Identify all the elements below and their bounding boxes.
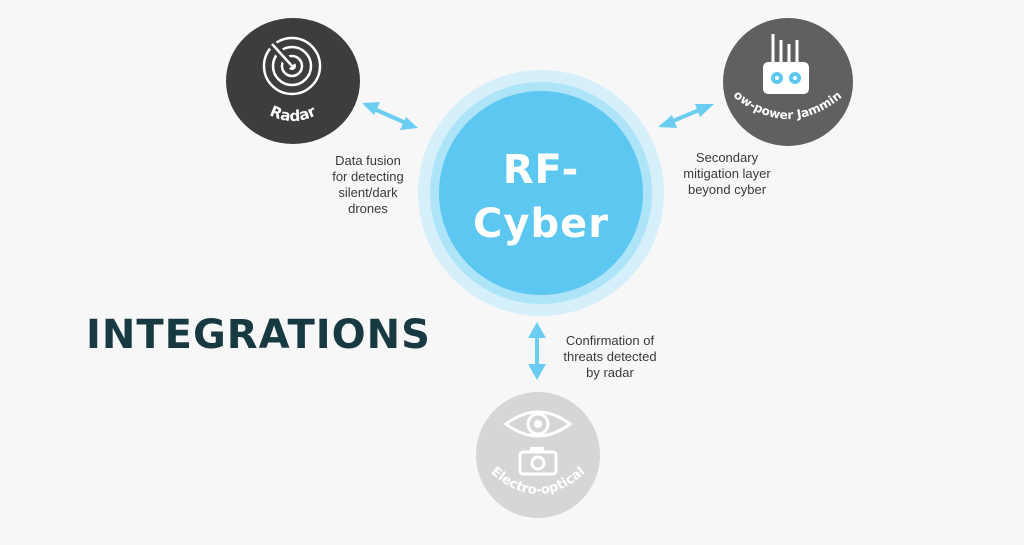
electro-optical-node[interactable]: Electro-optical <box>476 392 600 518</box>
radar-node[interactable]: Radar <box>226 18 360 144</box>
electro-optical-link-arrow <box>528 322 546 380</box>
svg-text:Radar: Radar <box>267 102 319 125</box>
rf-cyber-label-line2: Cyber <box>473 201 609 247</box>
jamming-caption: Secondary mitigation layer beyond cyber <box>683 150 771 197</box>
eye-camera-icon: Electro-optical <box>488 410 588 498</box>
radar-icon: Radar <box>262 36 322 125</box>
radar-caption: Data fusion for detecting silent/dark dr… <box>332 153 404 216</box>
jamming-link-arrow <box>658 104 714 128</box>
radar-label: Radar <box>267 102 319 125</box>
jamming-node[interactable]: Low-power Jamming <box>719 7 853 146</box>
rf-cyber-label-line1: RF- <box>502 147 580 193</box>
page-title: INTEGRATIONS <box>86 312 431 358</box>
jammer-icon: Low-power Jamming <box>719 7 845 122</box>
electro-optical-caption: Confirmation of threats detected by rada… <box>563 333 657 380</box>
radar-link-arrow <box>362 102 418 130</box>
rf-cyber-node[interactable]: RF- Cyber <box>439 91 643 295</box>
